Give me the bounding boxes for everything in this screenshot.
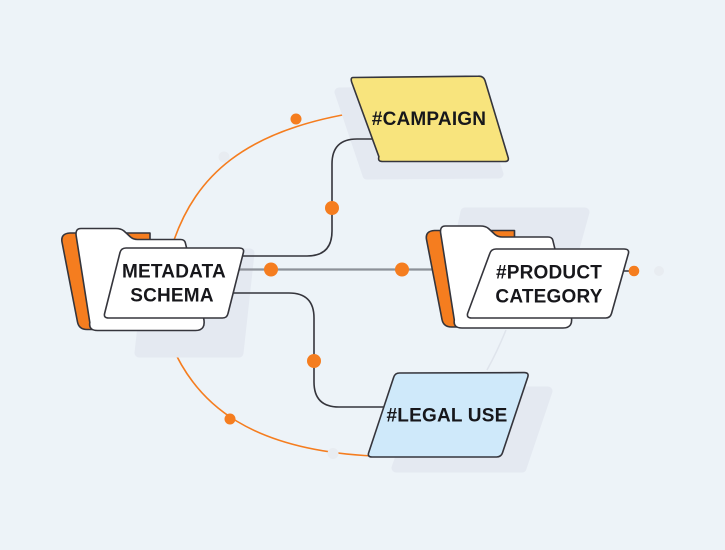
product-label-line2: CATEGORY (495, 287, 602, 308)
orange-arc-top (173, 111, 361, 241)
product-label-line1: #PRODUCT (496, 263, 602, 284)
product-category-label: #PRODUCT CATEGORY (466, 248, 630, 319)
orange-dot-arc-top (290, 113, 302, 125)
orange-dot-product-line-right (395, 262, 409, 277)
legal-label: #LEGAL USE (387, 406, 508, 427)
metadata-label-line1: METADATA (122, 262, 226, 283)
campaign-tag: #CAMPAIGN (350, 75, 510, 163)
light-dot-product-stub (654, 266, 664, 276)
light-dot-arc-top (218, 151, 230, 163)
legal-use-tag: #LEGAL USE (367, 371, 529, 458)
product-label-plate (466, 248, 630, 319)
legal-shape (367, 371, 529, 458)
orange-dot-product-line-left (264, 262, 278, 277)
connector-campaign (242, 138, 373, 257)
orange-dot-campaign-connector (325, 201, 339, 215)
decor-arc (486, 329, 507, 371)
metadata-schema-folder: METADATA SCHEMA (60, 227, 245, 332)
campaign-label: #CAMPAIGN (372, 109, 486, 130)
orange-dot-product-stub (628, 265, 640, 277)
metadata-label-line2: SCHEMA (130, 286, 214, 307)
metadata-label-plate (103, 247, 245, 319)
connector-legal (231, 292, 389, 408)
orange-dot-legal-connector (307, 354, 321, 368)
orange-dot-arc-bottom (224, 413, 236, 425)
campaign-shape (350, 75, 510, 163)
light-dot-arc-bottom (327, 448, 339, 459)
